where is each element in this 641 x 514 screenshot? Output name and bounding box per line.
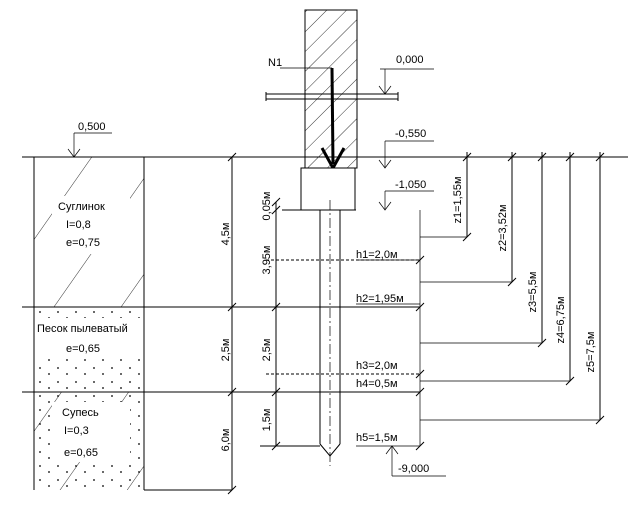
pile-segment-1: 0,05м xyxy=(261,192,273,221)
elevation-grillage-top: -0,550 xyxy=(378,128,434,169)
layer-2-label: Песок пылеватый e=0,65 xyxy=(37,323,128,355)
pile-segment-4: 1,5м xyxy=(261,409,273,432)
elevation-grillage-bottom-label: -1,050 xyxy=(395,179,426,191)
elevation-floor: 0,000 xyxy=(378,54,434,95)
elevation-floor-label: 0,000 xyxy=(396,54,424,66)
elevation-pile-tip-label: -9,000 xyxy=(398,463,429,475)
layer-1-name: Суглинок xyxy=(58,201,105,213)
z2-label: z2=3,52м xyxy=(497,204,509,251)
layer-2-name: Песок пылеватый xyxy=(37,323,128,335)
layer-1-label: Суглинок I=0,8 e=0,75 xyxy=(58,201,105,249)
layer-3-name: Супесь xyxy=(62,407,99,419)
z1-label: z1=1,55м xyxy=(452,176,464,223)
layer-thickness-dimension: 4,5м 2,5м 6,0м xyxy=(220,152,237,495)
grillage xyxy=(282,167,356,211)
layer-1-param-1: I=0,8 xyxy=(66,219,91,231)
h3-label: h3=2,0м xyxy=(356,360,398,372)
load-label: N1 xyxy=(268,57,282,69)
layer-3-label: Супесь I=0,3 e=0,65 xyxy=(62,407,99,459)
elevation-grillage-top-label: -0,550 xyxy=(395,128,426,140)
soil-column xyxy=(33,157,145,490)
layer-2-param-1: e=0,65 xyxy=(66,343,100,355)
z5-label: z5=7,5м xyxy=(585,332,597,373)
z-dimensions: z1=1,55м z2=3,52м z3=5,5м z4=6,75м z5=7,… xyxy=(420,152,605,425)
layer-3-param-2: e=0,65 xyxy=(64,447,98,459)
pile xyxy=(319,200,341,466)
layer-1-param-2: e=0,75 xyxy=(66,237,100,249)
layer-3-param-1: I=0,3 xyxy=(64,425,89,437)
elevation-pile-tip: -9,000 xyxy=(385,445,446,477)
h5-label: h5=1,5м xyxy=(356,432,398,444)
z3-label: z3=5,5м xyxy=(527,272,539,313)
thickness-label-1: 4,5м xyxy=(220,223,232,246)
thickness-label-2: 2,5м xyxy=(220,339,232,362)
elevation-ground-label: 0,500 xyxy=(78,121,106,133)
h4-label: h4=0,5м xyxy=(356,378,398,390)
h2-label: h2=1,95м xyxy=(356,293,404,305)
thickness-label-3: 6,0м xyxy=(220,429,232,452)
pile-segment-3: 2,5м xyxy=(261,339,273,362)
z4-label: z4=6,75м xyxy=(555,296,567,343)
h1-label: h1=2,0м xyxy=(356,249,398,261)
h-labels: h1=2,0м h2=1,95м h3=2,0м h4=0,5м h5=1,5м xyxy=(356,210,425,451)
pile-segment-dimension: 0,05м 3,95м 2,5м 1,5м xyxy=(260,192,320,451)
elevation-ground: 0,500 xyxy=(67,121,112,158)
elevation-grillage-bottom: -1,050 xyxy=(378,179,434,211)
